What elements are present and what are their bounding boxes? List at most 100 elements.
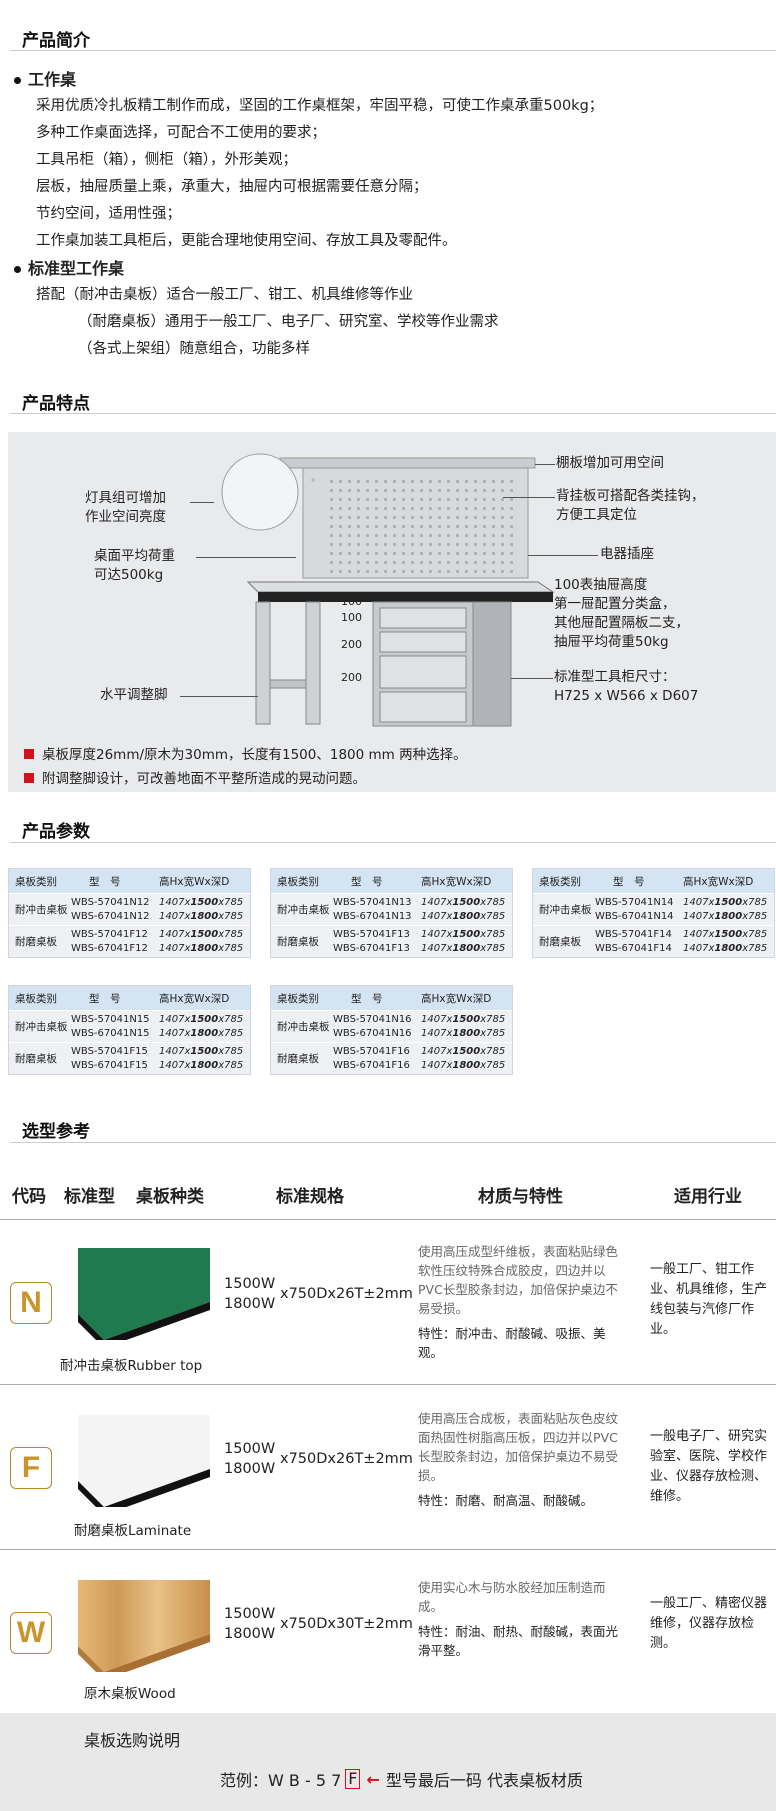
- bullet-square-icon: [24, 773, 34, 783]
- model-number: WBS-57041N16: [333, 1013, 412, 1025]
- table-header: 桌板类别 型 号 高Hx宽Wx深D: [271, 869, 512, 893]
- board-category: 耐磨桌板: [277, 936, 319, 948]
- board-category: 耐磨桌板: [277, 1053, 319, 1065]
- table-header: 桌板类别 型 号 高Hx宽Wx深D: [9, 986, 250, 1010]
- section-title-params: 产品参数: [22, 822, 90, 842]
- intro-heading-standard: 标准型工作桌: [14, 255, 764, 282]
- features-panel: 灯具组可增加作业空间亮度 桌面平均荷重可达500kg 水平调整脚 棚板增加可用空…: [8, 432, 776, 792]
- table-row: 耐磨桌板 WBS-57041F16 1407x1500x785 WBS-67041…: [271, 1042, 512, 1074]
- dimension: 1407x1800x785: [683, 942, 768, 954]
- table-header: 桌板类别 型 号 高Hx宽Wx深D: [9, 869, 250, 893]
- material: 使用高压合成板，表面粘贴灰色皮纹面热固性树脂高压板，四边并以PVC长型胶条封边，…: [418, 1411, 619, 1508]
- model-number: WBS-57041N15: [71, 1013, 150, 1025]
- divider: [10, 1142, 776, 1143]
- code-badge-f: F: [10, 1447, 52, 1489]
- intro-line: 节约空间，适用性强；: [36, 206, 181, 222]
- dimension: 1407x1800x785: [421, 1059, 506, 1071]
- board-category: 耐磨桌板: [15, 1053, 57, 1065]
- footer-example: 范例：W B - 5 7 F ← 型号最后一码 代表桌板材质: [220, 1769, 583, 1790]
- callout-socket: 电器插座: [600, 546, 654, 562]
- model-number: WBS-57041F16: [333, 1045, 410, 1057]
- code-badge-w: W: [10, 1612, 52, 1654]
- dimension: 1407x1800x785: [421, 910, 506, 922]
- model-number: WBS-57041F13: [333, 928, 410, 940]
- selection-header: 代码 标准型 桌板种类 标准规格 材质与特性 适用行业: [12, 1187, 742, 1207]
- code-badge-n: N: [10, 1282, 52, 1324]
- dimension: 1407x1800x785: [159, 1027, 244, 1039]
- dimension: 1407x1500x785: [421, 928, 506, 940]
- param-table: 桌板类别 型 号 高Hx宽Wx深D 耐冲击桌板 WBS-57041N12 1407…: [8, 868, 251, 958]
- board-category: 耐冲击桌板: [15, 904, 68, 916]
- board-category: 耐磨桌板: [539, 936, 581, 948]
- board-category: 耐冲击桌板: [539, 904, 592, 916]
- model-number: WBS-67041F13: [333, 942, 410, 954]
- dimension: 1407x1800x785: [421, 1027, 506, 1039]
- model-number: WBS-57041F12: [71, 928, 148, 940]
- table-row: 耐磨桌板 WBS-57041F13 1407x1500x785 WBS-67041…: [271, 925, 512, 957]
- laminate-swatch: [78, 1415, 210, 1507]
- material: 使用高压成型纤维板，表面粘贴绿色软性压纹特殊合成胶皮，四边并以PVC长型胶条封边…: [418, 1244, 619, 1360]
- dimension: 1407x1500x785: [159, 1045, 244, 1057]
- table-header: 桌板类别 型 号 高Hx宽Wx深D: [271, 986, 512, 1010]
- board-category: 耐冲击桌板: [277, 1021, 330, 1033]
- divider: [10, 413, 776, 414]
- intro-line: （耐磨桌板）通用于一般工厂、电子厂、研究室、学校等作业需求: [78, 314, 499, 330]
- model-number: WBS-57041N13: [333, 896, 412, 908]
- board-category: 耐磨桌板: [15, 936, 57, 948]
- table-header: 桌板类别 型 号 高Hx宽Wx深D: [533, 869, 774, 893]
- intro-heading-workbench: 工作桌: [14, 66, 764, 93]
- divider: [10, 50, 776, 51]
- model-number: WBS-57041N12: [71, 896, 150, 908]
- intro-line: 搭配（耐冲击桌板）适合一般工厂、钳工、机具维修等作业: [36, 287, 413, 303]
- board-category: 耐冲击桌板: [277, 904, 330, 916]
- workbench-illustration: [221, 453, 555, 727]
- drawer-height-3: 200: [341, 638, 362, 651]
- intro-line: 采用优质冷扎板精工制作而成，坚固的工作桌框架，牢固平稳，可使工作桌承重500kg…: [36, 98, 604, 114]
- dimension: 1407x1800x785: [683, 910, 768, 922]
- callout-foot: 水平调整脚: [100, 687, 168, 703]
- callout-load: 桌面平均荷重可达500kg: [94, 548, 175, 583]
- dimension: 1407x1800x785: [159, 910, 244, 922]
- model-number: WBS-67041F16: [333, 1059, 410, 1071]
- material: 使用实心木与防水胶经加压制造而成。 特性：耐油、耐热、耐酸碱，表面光滑平整。: [418, 1580, 619, 1658]
- model-number: WBS-67041F15: [71, 1059, 148, 1071]
- callout-backboard: 背挂板可搭配各类挂钩，方便工具定位: [556, 488, 705, 523]
- model-number: WBS-67041F12: [71, 942, 148, 954]
- divider: [10, 842, 776, 843]
- top-name: 原木桌板Wood: [84, 1686, 176, 1702]
- dimension: 1407x1500x785: [421, 1045, 506, 1057]
- drawer-height-1: 100: [341, 595, 362, 608]
- footer-code-box: F: [345, 1769, 361, 1789]
- param-table: 桌板类别 型 号 高Hx宽Wx深D 耐冲击桌板 WBS-57041N16 1407…: [270, 985, 513, 1075]
- dimension: 1407x1500x785: [421, 1013, 506, 1025]
- model-number: WBS-67041N12: [71, 910, 150, 922]
- feature-note: 桌板厚度26mm/原木为30mm，长度有1500、1800 mm 两种选择。: [24, 743, 467, 763]
- model-number: WBS-67041N15: [71, 1027, 150, 1039]
- table-row: 耐冲击桌板 WBS-57041N12 1407x1500x785 WBS-6704…: [9, 893, 250, 925]
- footer-title: 桌板选购说明: [84, 1731, 181, 1750]
- dimension: 1407x1800x785: [159, 942, 244, 954]
- intro-line: 多种工作桌面选择，可配合不工使用的要求；: [36, 125, 326, 141]
- model-number: WBS-67041N16: [333, 1027, 412, 1039]
- callout-shelf: 棚板增加可用空间: [556, 455, 664, 471]
- callout-drawer: 100表抽屉高度第一屉配置分类盒， 其他屉配置隔板二支，抽屉平均荷重50kg: [554, 577, 689, 650]
- callout-light: 灯具组可增加作业空间亮度: [85, 490, 166, 525]
- dimension: 1407x1500x785: [159, 928, 244, 940]
- dimension: 1407x1500x785: [683, 928, 768, 940]
- dimension: 1407x1500x785: [159, 896, 244, 908]
- footer-panel: 桌板选购说明 范例：W B - 5 7 F ← 型号最后一码 代表桌板材质: [0, 1713, 776, 1811]
- section-title-selection: 选型参考: [22, 1122, 90, 1142]
- wood-swatch: [78, 1580, 210, 1672]
